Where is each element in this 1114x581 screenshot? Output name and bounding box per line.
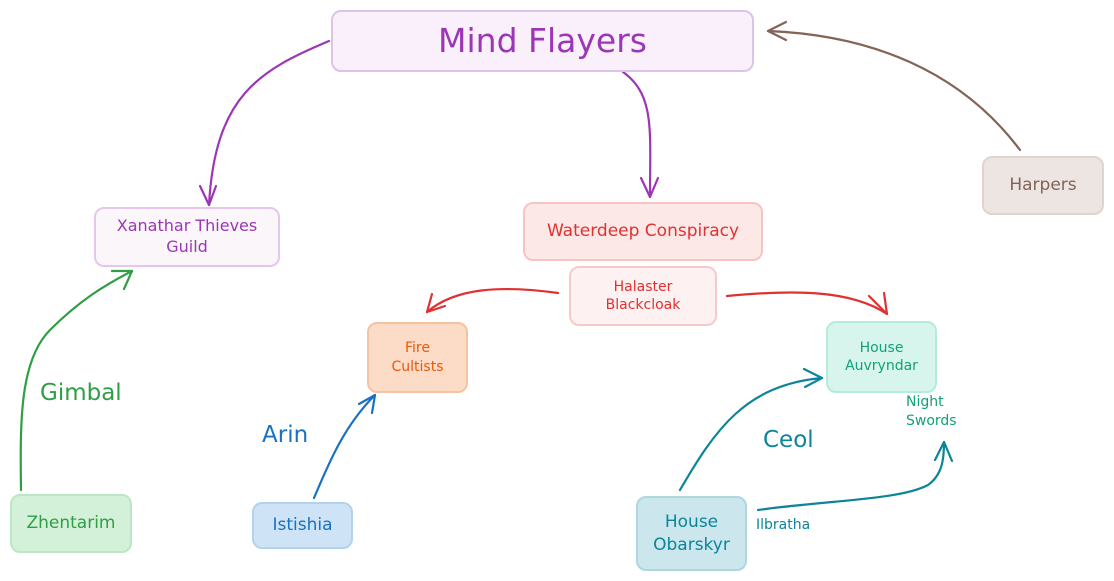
node-halaster-label-line2: Blackcloak <box>605 297 681 313</box>
edge-istishia-to-firecultists <box>312 393 377 500</box>
node-istishia-label: Istishia <box>272 515 333 536</box>
edge-arrowhead <box>110 269 134 291</box>
node-fire-cultists[interactable]: Fire Cultists <box>367 322 468 393</box>
edge-obarskyr-to-nightswords <box>756 440 946 512</box>
node-mind-flayers[interactable]: Mind Flayers <box>331 10 754 72</box>
node-house-obarskyr-label-line1: House <box>664 512 719 533</box>
node-house-auvryndar-label-line1: House <box>859 339 904 356</box>
edge-label-ilbratha: Ilbratha <box>756 517 811 533</box>
edge-arrowhead <box>766 20 788 42</box>
node-house-auvryndar-label-line2: Auvryndar <box>845 358 918 374</box>
edge-arrowhead <box>802 367 824 389</box>
edge-label-gimbal: Gimbal <box>40 380 122 406</box>
node-house-obarskyr-label-line2: Obarskyr <box>653 534 730 555</box>
node-house-obarskyr[interactable]: House Obarskyr <box>636 496 747 571</box>
node-harpers-label: Harpers <box>1009 175 1077 196</box>
edge-harpers-to-mindflayers <box>766 29 1022 152</box>
node-fire-cultists-label-line1: Fire <box>405 340 430 357</box>
edge-arrowhead <box>639 176 660 199</box>
node-house-auvryndar[interactable]: House Auvryndar <box>826 321 937 393</box>
edge-arrowhead <box>198 184 218 207</box>
edge-mindflayers-to-waterdeep <box>621 70 652 199</box>
edge-arrowhead <box>425 292 447 314</box>
node-waterdeep-conspiracy[interactable]: Waterdeep Conspiracy <box>523 202 763 261</box>
edge-obarskyr-to-auvryndar <box>678 376 824 492</box>
edge-zhentarim-to-xanathar <box>19 269 134 492</box>
node-mind-flayers-label: Mind Flayers <box>438 20 647 60</box>
node-zhentarim[interactable]: Zhentarim <box>10 494 132 553</box>
node-fire-cultists-label-line2: Cultists <box>391 358 444 375</box>
edge-halaster-to-firecultists <box>425 287 560 314</box>
node-xanathar-label-line2: Guild <box>166 237 208 256</box>
node-harpers[interactable]: Harpers <box>982 156 1104 215</box>
edge-arrowhead <box>357 393 377 415</box>
edge-label-night-swords: Night Swords <box>906 393 957 431</box>
node-xanathar-label-line1: Xanathar Thieves <box>116 216 258 236</box>
edge-arrowhead <box>933 440 954 463</box>
node-istishia[interactable]: Istishia <box>252 502 353 549</box>
node-halaster-blackcloak[interactable]: Halaster Blackcloak <box>569 266 717 326</box>
edge-mindflayers-to-xanathar <box>207 39 331 207</box>
edge-arrowhead <box>867 291 889 316</box>
node-waterdeep-label: Waterdeep Conspiracy <box>546 221 740 242</box>
edge-label-arin: Arin <box>262 422 309 448</box>
node-zhentarim-label: Zhentarim <box>26 513 116 534</box>
edge-halaster-to-auvryndar <box>725 291 889 316</box>
edge-label-night-swords-line1: Night <box>906 394 944 410</box>
edge-label-ceol: Ceol <box>763 427 814 453</box>
node-xanathar-thieves-guild[interactable]: Xanathar Thieves Guild <box>94 207 280 267</box>
node-halaster-label-line1: Halaster <box>613 278 673 295</box>
edge-label-night-swords-line2: Swords <box>906 412 957 429</box>
